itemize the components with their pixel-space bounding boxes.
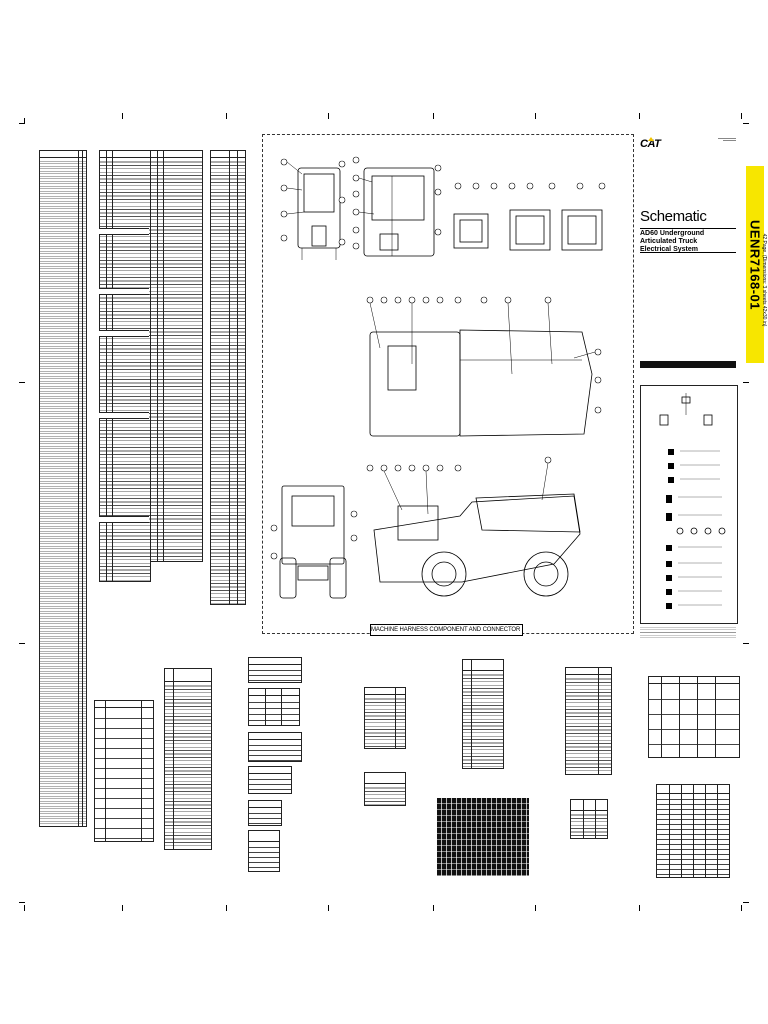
title-rule [640, 228, 736, 229]
switch-table-5 [248, 800, 282, 826]
table-section-divider [99, 288, 149, 295]
harness-connector-dark-table-pattern [437, 798, 529, 876]
component-codes-table [565, 667, 612, 775]
component-location-table [39, 150, 87, 827]
callout-circles [270, 156, 606, 560]
harness-location-title: MACHINE HARNESS COMPONENT AND CONNECTOR … [370, 624, 523, 636]
truck-side-view-drawing [373, 493, 581, 597]
switch-table-2 [248, 688, 300, 726]
subtitle-line-2: Electrical System [640, 246, 698, 253]
cab-rear-view-drawing [297, 167, 341, 260]
truck-front-view-drawing [279, 485, 347, 599]
wire-color-table [462, 659, 504, 769]
connector-location-table-c [210, 150, 246, 605]
abbreviations-table [656, 784, 730, 878]
table-section-divider [99, 228, 149, 235]
subtitle-line-1: AD60 Underground Articulated Truck [640, 230, 705, 245]
part-number-subtext: 42 Page, (Dimensions: 3 sheets 42x30 in) [761, 233, 767, 327]
table-section-divider [99, 516, 149, 523]
part-number-strip [746, 166, 764, 363]
wire-gauge-table [570, 799, 608, 839]
connector-location-table-b [150, 150, 203, 562]
switch-table-4 [248, 766, 292, 794]
title-block-meta [718, 138, 736, 144]
title-notes [640, 625, 736, 639]
document-subtitle: AD60 Underground Articulated Truck Elect… [640, 230, 740, 254]
document-title: Schematic [640, 208, 707, 225]
cab-side-view-drawing [363, 167, 435, 257]
relay-table [364, 687, 406, 749]
symbols-header-bar [640, 361, 736, 368]
switch-table-1 [248, 657, 302, 683]
switch-table-3 [248, 732, 302, 762]
table-section-divider [99, 412, 149, 419]
symbols-legend-drawing [659, 393, 726, 609]
harness-identification-table [164, 668, 212, 850]
switch-table-6 [248, 830, 280, 872]
cat-logo: CAT [640, 137, 661, 150]
table-section-divider [99, 330, 149, 337]
harness-drawings [270, 156, 606, 599]
fuse-table [364, 772, 406, 806]
title-rule [640, 252, 736, 253]
symbols-legend-box [640, 385, 738, 624]
engine-views-drawing [453, 209, 603, 251]
electrical-symbols-table [94, 700, 154, 842]
truck-top-view-drawing [369, 329, 593, 437]
sensor-symbols-table [648, 676, 740, 758]
